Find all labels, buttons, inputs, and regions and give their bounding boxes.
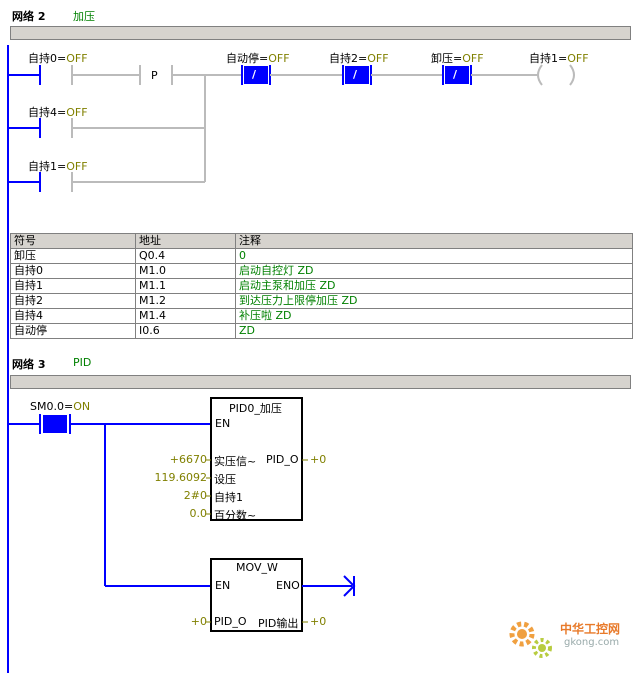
nc-contact-symbol-1: /	[252, 68, 257, 81]
table-row[interactable]: 自持1 M1.1 启动主泵和加压 ZD	[10, 278, 633, 294]
table-row[interactable]: 自动停 I0.6 ZD	[10, 323, 633, 339]
table-header-row: 符号 地址 注释	[10, 233, 633, 249]
pid-pin-manual: 百分数~	[214, 509, 257, 522]
watermark-url: gkong.com	[564, 637, 620, 648]
cell-comment: 到达压力上限停加压 ZD	[235, 293, 633, 309]
mov-en-pin: EN	[215, 579, 231, 592]
cell-address: Q0.4	[135, 248, 236, 264]
nc-contact-symbol-3: /	[453, 68, 458, 81]
table-row[interactable]: 自持4 M1.4 补压啦 ZD	[10, 308, 633, 324]
contact-label-7: 自持1=OFF	[28, 160, 88, 173]
mov-out-pin: PID输出	[258, 617, 299, 630]
watermark: 中华工控网 gkong.com	[502, 612, 638, 667]
contact-label-4: 自持2=OFF	[329, 52, 389, 65]
pid-pin-pv: 实压信~	[214, 455, 257, 468]
network-3-comment-bar[interactable]	[10, 375, 631, 389]
contact-p-symbol: P	[151, 69, 158, 82]
network-3-header[interactable]: 网络 3	[12, 358, 46, 371]
pid-box-title: PID0_加压	[229, 402, 282, 415]
contact-label-1: 自持0=OFF	[28, 52, 88, 65]
col-header-comment[interactable]: 注释	[235, 233, 633, 249]
pid-input-value-sp: 119.6092	[154, 471, 208, 484]
mov-eno-pin: ENO	[276, 579, 300, 592]
gear-icon	[509, 621, 552, 658]
pid-out-pin: PID_O	[266, 453, 299, 466]
network-2-comment-bar[interactable]	[10, 26, 631, 40]
pid-pin-auto: 自持1	[214, 491, 243, 504]
table-row[interactable]: 自持2 M1.2 到达压力上限停加压 ZD	[10, 293, 633, 309]
watermark-brand: 中华工控网	[560, 622, 621, 636]
contact-label-6: 自持4=OFF	[28, 106, 88, 119]
pid-en-pin: EN	[215, 417, 231, 430]
mov-input-value: +0	[190, 615, 207, 628]
cell-symbol: 卸压	[10, 248, 136, 264]
cell-symbol: 自动停	[10, 323, 136, 339]
contact-label-5: 卸压=OFF	[431, 52, 484, 65]
coil-label: 自持1=OFF	[529, 52, 589, 65]
contact-label-3: 自动停=OFF	[226, 52, 290, 65]
network-2-title[interactable]: 加压	[73, 10, 95, 23]
network-3-title[interactable]: PID	[73, 356, 92, 369]
cell-symbol: 自持1	[10, 278, 136, 294]
pid-output-value: +0	[310, 453, 327, 466]
mov-box-title: MOV_W	[236, 561, 278, 574]
symbol-table: 符号 地址 注释 卸压 Q0.4 0 自持0 M1.0 启动自控灯 ZD 自持1…	[10, 233, 633, 339]
col-header-address[interactable]: 地址	[135, 233, 236, 249]
cell-comment: 启动主泵和加压 ZD	[235, 278, 633, 294]
table-row[interactable]: 卸压 Q0.4 0	[10, 248, 633, 264]
pid-input-value-auto: 2#0	[183, 489, 207, 502]
pid-pin-sp: 设压	[214, 473, 236, 486]
contact-label-sm00: SM0.0=ON	[30, 400, 91, 413]
table-row[interactable]: 自持0 M1.0 启动自控灯 ZD	[10, 263, 633, 279]
pid-input-value-manual: 0.0	[189, 507, 208, 520]
cell-address: I0.6	[135, 323, 236, 339]
mov-output-value: +0	[310, 615, 327, 628]
cell-comment: ZD	[235, 323, 633, 339]
network-2-header[interactable]: 网络 2	[12, 10, 46, 23]
nc-contact-symbol-2: /	[353, 68, 358, 81]
mov-in-pin: PID_O	[214, 615, 247, 628]
pid-input-value-pv: +6670	[169, 453, 207, 466]
